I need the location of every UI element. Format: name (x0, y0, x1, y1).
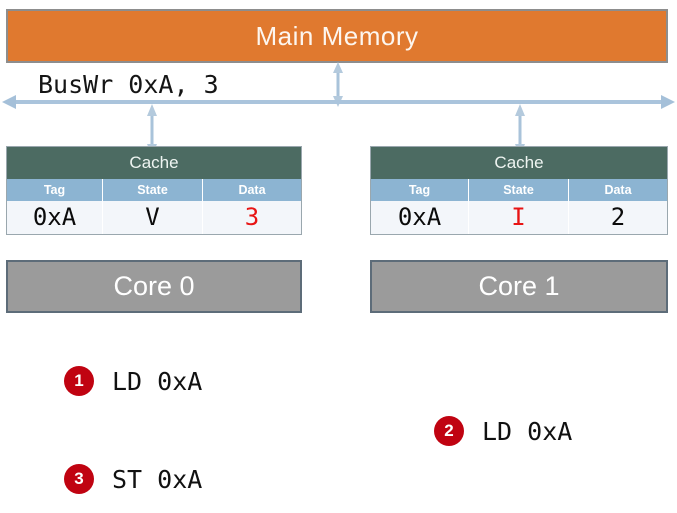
cell-data-core0: 3 (203, 201, 301, 234)
cache-title-core0: Cache (7, 147, 301, 179)
core-block-core0: Core 0 (6, 260, 302, 313)
cache-title-core1: Cache (371, 147, 667, 179)
cache-table-header-core1: Tag State Data (371, 179, 667, 201)
core-label-core1: Core 1 (478, 271, 560, 301)
cell-tag-core1: 0xA (371, 201, 469, 234)
cache-table-row-core0: 0xA V 3 (7, 201, 301, 234)
cache-table-row-core1: 0xA I 2 (371, 201, 667, 234)
cache-table-header-core0: Tag State Data (7, 179, 301, 201)
cell-state-core1: I (469, 201, 569, 234)
cache-block-core0: Cache Tag State Data 0xA V 3 (6, 146, 302, 235)
core-label-core0: Core 0 (113, 271, 195, 301)
main-memory-label: Main Memory (255, 20, 419, 51)
bus-message-label: BusWr 0xA, 3 (38, 70, 219, 99)
main-memory-block: Main Memory (6, 9, 668, 63)
column-header-state: State (469, 179, 569, 201)
step-item-2: 2 LD 0xA (434, 416, 572, 446)
column-header-tag: Tag (371, 179, 469, 201)
column-header-data: Data (604, 183, 632, 197)
column-header-tag: Tag (7, 179, 103, 201)
cell-data-core1: 2 (569, 201, 667, 234)
cell-state-core0: V (103, 201, 203, 234)
step-label-3: ST 0xA (112, 464, 203, 494)
cache-block-core1: Cache Tag State Data 0xA I 2 (370, 146, 668, 235)
arrow-right-icon (661, 95, 675, 109)
step-item-3: 3 ST 0xA (64, 464, 202, 494)
step-label-2: LD 0xA (482, 416, 573, 446)
core-block-core1: Core 1 (370, 260, 668, 313)
step-badge-1: 1 (64, 366, 94, 396)
step-item-1: 1 LD 0xA (64, 366, 202, 396)
step-badge-3: 3 (64, 464, 94, 494)
step-badge-2: 2 (434, 416, 464, 446)
column-header-data: Data (238, 183, 266, 197)
step-label-1: LD 0xA (112, 366, 203, 396)
bus-line (2, 95, 675, 109)
column-header-state: State (103, 179, 203, 201)
arrow-left-icon (2, 95, 16, 109)
cell-tag-core0: 0xA (7, 201, 103, 234)
